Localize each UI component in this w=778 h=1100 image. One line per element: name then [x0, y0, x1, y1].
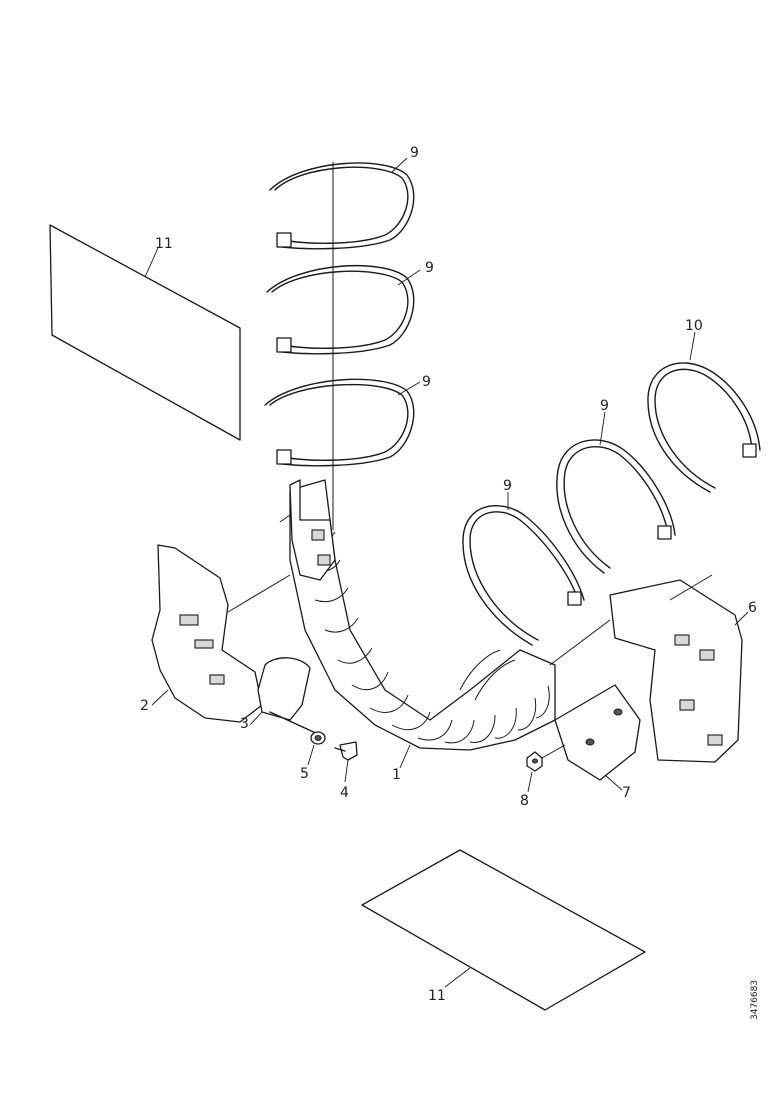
flexible-exhaust-hose — [289, 479, 556, 769]
callout-label: 5 — [300, 766, 309, 782]
washer — [307, 731, 326, 766]
callout-label: 1 — [392, 767, 401, 783]
hose-clamp-10 — [647, 331, 761, 493]
callout-label: 4 — [340, 785, 349, 801]
hose-clamp-middle — [266, 264, 421, 355]
callout-label: 2 — [140, 698, 149, 714]
mounting-bracket — [554, 684, 641, 791]
callout-label: 9 — [410, 145, 419, 161]
heat-shield-right — [549, 574, 749, 763]
drawing-number: 3476683 — [750, 979, 760, 1020]
callout-label: 3 — [240, 716, 249, 732]
pipe-bracket — [279, 479, 336, 581]
hose-clamp-top — [269, 157, 415, 250]
callout-label: 11 — [155, 236, 173, 252]
insulation-sheet-lower — [361, 849, 646, 1011]
callout-label: 9 — [503, 478, 512, 494]
nut — [526, 744, 566, 793]
insulation-sheet-upper — [49, 224, 241, 441]
callout-label: 6 — [748, 600, 757, 616]
hose-clamp-right-1 — [462, 492, 585, 646]
hose-clamp-right-2 — [556, 411, 676, 574]
callout-label: 9 — [425, 260, 434, 276]
callout-label: 7 — [622, 785, 631, 801]
bracket — [249, 657, 321, 736]
heat-shield-left — [151, 544, 291, 723]
callout-label: 11 — [428, 988, 446, 1004]
callout-label: 9 — [600, 398, 609, 414]
callout-label: 10 — [685, 318, 703, 334]
bolt — [334, 741, 358, 783]
callout-label: 8 — [520, 793, 529, 809]
hose-clamp-lower — [264, 378, 421, 467]
callout-label: 9 — [422, 374, 431, 390]
